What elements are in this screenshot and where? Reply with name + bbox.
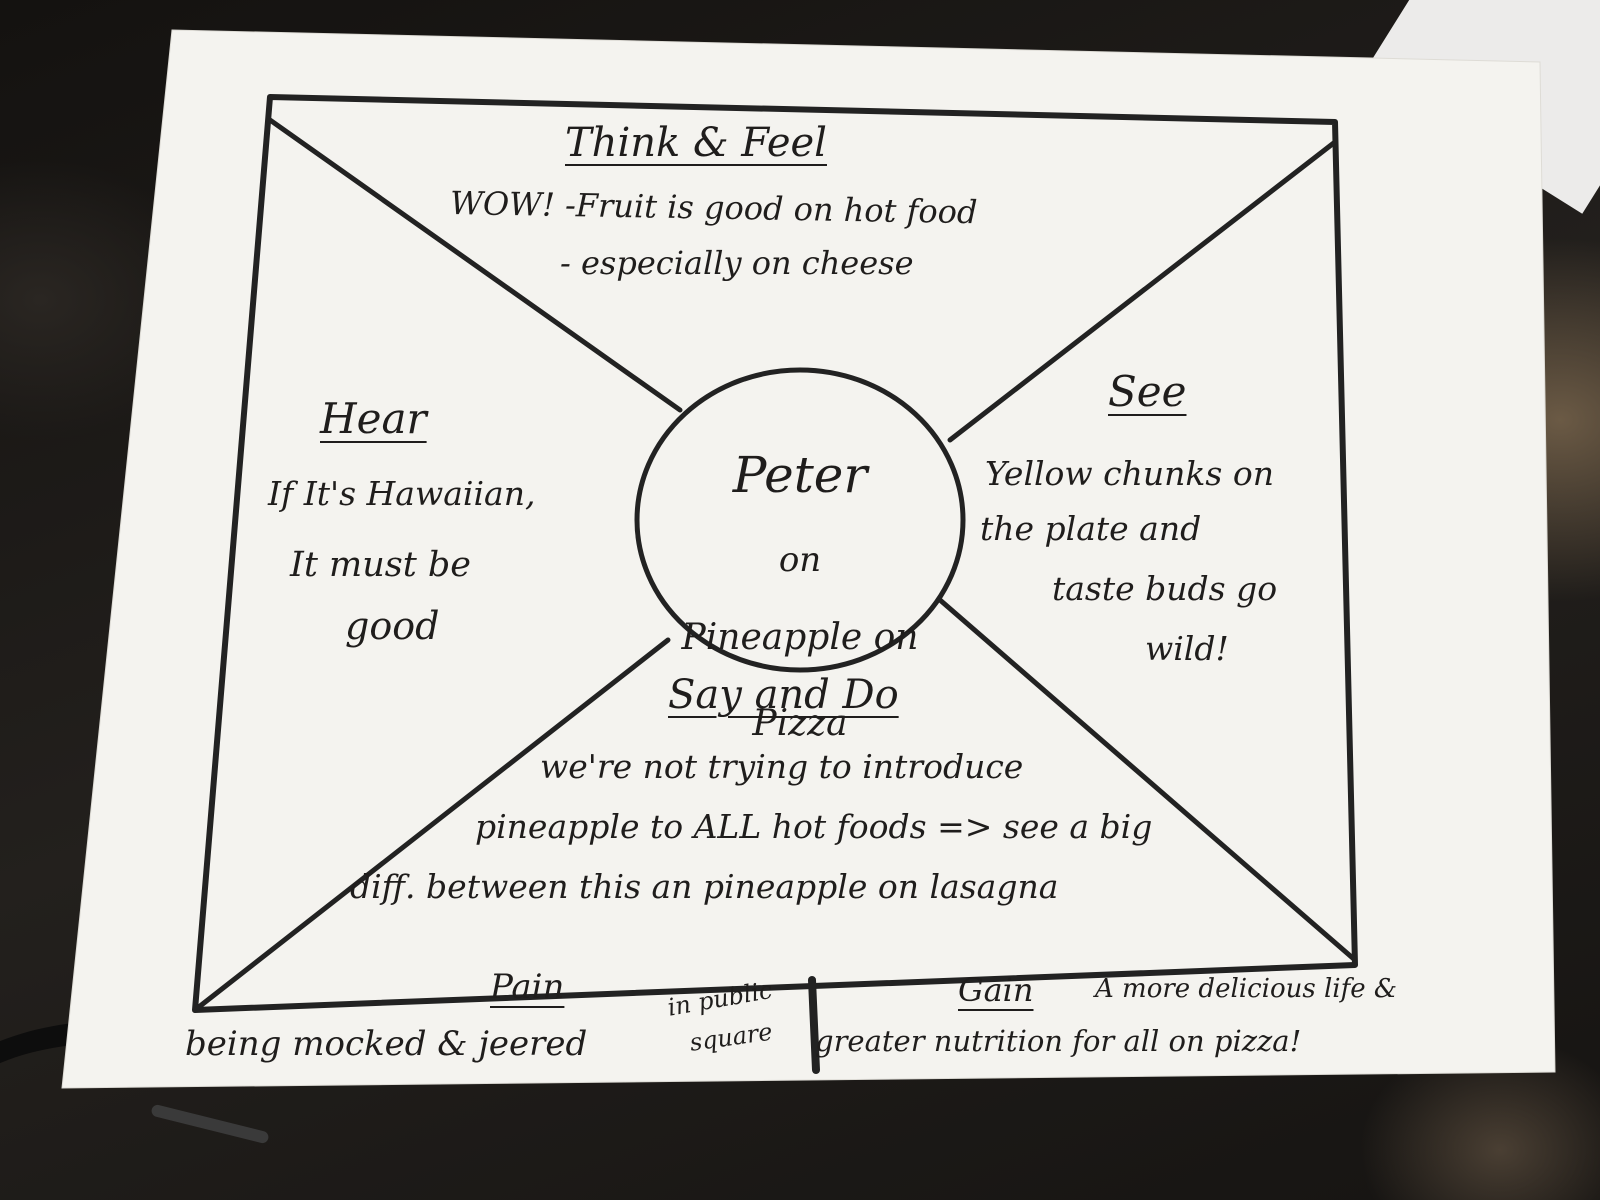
see-heading: See <box>1108 367 1187 416</box>
hear-line-3: good <box>345 604 440 648</box>
pain-text: being mocked & jeered <box>185 1024 588 1064</box>
diagonal-bottom-right <box>937 597 1358 963</box>
gain-line-1: A more delicious life & <box>1095 974 1398 1004</box>
hear-line-2: It must be <box>290 545 472 585</box>
center-line-on: on <box>778 540 822 581</box>
gain-heading: Gain <box>958 971 1034 1009</box>
say-do-heading: Say and Do <box>668 672 899 718</box>
pain-gain-divider <box>808 976 820 1074</box>
see-line-1: Yellow chunks on <box>985 454 1274 493</box>
diagonal-top-right <box>947 139 1338 443</box>
see-line-2: the plate and <box>980 509 1202 548</box>
say-do-line-1: we're not trying to introduce <box>540 747 1024 786</box>
center-circle <box>634 367 966 673</box>
center-topic: Peter on Pineapple on Pizza <box>645 410 955 781</box>
think-feel-line-2: - especially on cheese <box>560 244 914 282</box>
see-line-3: taste buds go <box>1052 569 1278 608</box>
see-line-4: wild! <box>1145 629 1229 668</box>
center-line-pineapple: Pineapple on <box>681 616 919 658</box>
hear-line-1: If It's Hawaiian, <box>268 474 536 513</box>
diagonal-top-left <box>267 117 683 413</box>
center-line-pizza: Pizza <box>752 703 848 745</box>
think-feel-heading: Think & Feel <box>565 120 827 166</box>
hear-heading: Hear <box>320 394 427 443</box>
diagonal-bottom-left <box>192 637 671 1013</box>
pain-heading: Pain <box>490 967 565 1007</box>
gain-line-2: greater nutrition for all on pizza! <box>815 1024 1302 1058</box>
outer-frame <box>192 94 1358 1013</box>
say-do-line-3: diff. between this an pineapple on lasag… <box>350 867 1059 906</box>
say-do-line-2: pineapple to ALL hot foods => see a big <box>475 807 1153 846</box>
center-name: Peter <box>732 445 868 504</box>
